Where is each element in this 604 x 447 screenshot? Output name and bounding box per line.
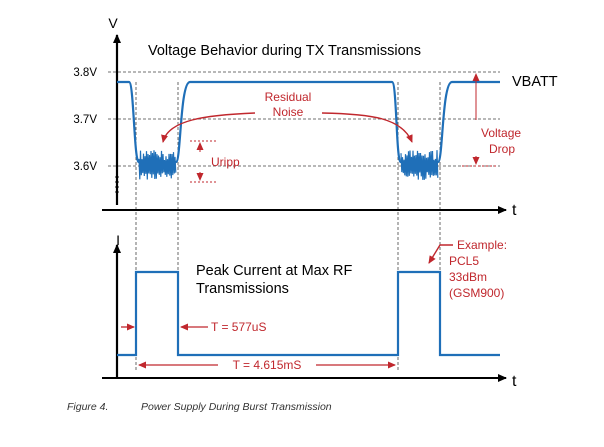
- example-arrow: [428, 244, 453, 264]
- residual-noise-line1: Residual: [265, 90, 312, 104]
- axis-v-label: V: [108, 15, 118, 31]
- axis-t-label-top: t: [512, 202, 517, 219]
- current-title-line2: Transmissions: [196, 281, 289, 297]
- voltage-ripple-burst-1: [138, 150, 177, 180]
- voltage-ripple-burst-2: [400, 150, 439, 180]
- figure-caption-text: Power Supply During Burst Transmission: [141, 401, 332, 413]
- tick-3.8v: 3.8V: [73, 67, 97, 79]
- figure-number: Figure 4.: [67, 401, 109, 413]
- tick-3.7v: 3.7V: [73, 114, 97, 126]
- voltage-title: Voltage Behavior during TX Transmissions: [148, 43, 421, 59]
- axis-t-label-bottom: t: [512, 373, 517, 390]
- pulse-width-label: T = 577uS: [211, 320, 267, 334]
- ripple-trace: [138, 150, 177, 180]
- axis-break-dots: [115, 176, 119, 193]
- example-line-3: 33dBm: [449, 270, 487, 284]
- example-line-4: (GSM900): [449, 286, 504, 300]
- current-title-line1: Peak Current at Max RF: [196, 263, 352, 279]
- voltage-drop-line2: Drop: [489, 142, 515, 156]
- tick-3.6v: 3.6V: [73, 161, 97, 173]
- vbatt-label: VBATT: [512, 74, 558, 90]
- uripp-label: Uripp: [211, 155, 240, 169]
- residual-noise-arrow-left: [161, 112, 256, 143]
- example-line-1: Example:: [457, 238, 507, 252]
- voltage-drop-marker: [462, 73, 496, 167]
- current-waveform: [117, 270, 500, 357]
- period-label: T = 4.615mS: [233, 358, 302, 372]
- uripp-marker: [190, 140, 218, 183]
- residual-noise-line2: Noise: [273, 105, 304, 119]
- residual-noise-arrow-right: [321, 112, 413, 143]
- example-line-2: PCL5: [449, 254, 479, 268]
- axis-i-label: I: [116, 232, 120, 248]
- voltage-drop-line1: Voltage: [481, 126, 521, 140]
- figure-caption: Figure 4. Power Supply During Burst Trans…: [67, 401, 332, 413]
- voltage-waveform: [117, 80, 500, 164]
- ripple-trace: [400, 150, 439, 180]
